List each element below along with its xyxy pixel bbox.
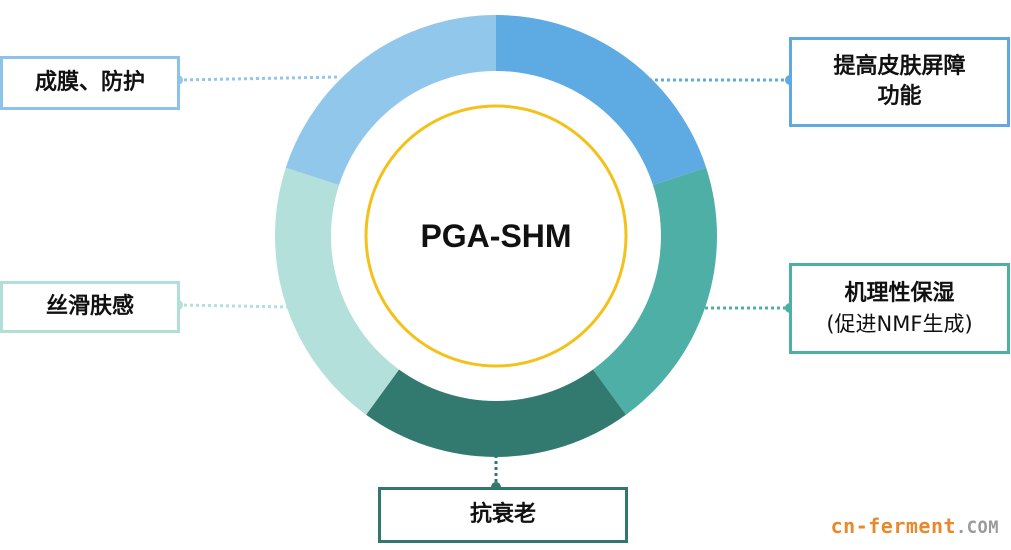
label-skin-barrier-line1: 提高皮肤屏障 (833, 54, 966, 79)
label-anti-aging: 抗衰老 (378, 487, 628, 543)
label-moisturizing: 机理性保湿 (促进NMF生成) (789, 263, 1010, 354)
label-silky-feel-text: 丝滑肤感 (45, 294, 134, 319)
connector-line-silky (177, 303, 291, 309)
label-film-protection: 成膜、防护 (0, 56, 180, 110)
ring-segment-film (285, 15, 496, 186)
connector-line-film (177, 75, 341, 82)
ring-segment-anti (366, 369, 626, 458)
inner-ring (364, 104, 628, 368)
label-skin-barrier-line2: 功能 (877, 84, 922, 109)
watermark-tld: .COM (956, 518, 999, 538)
label-skin-barrier: 提高皮肤屏障 功能 (789, 37, 1010, 127)
label-film-protection-text: 成膜、防护 (34, 70, 145, 95)
ring-segment-barrier (496, 15, 707, 186)
ring-segment-moist (592, 167, 717, 415)
label-moisturizing-line1: 机理性保湿 (844, 280, 955, 306)
center-title: PGA-SHM (420, 218, 571, 254)
label-silky-feel: 丝滑肤感 (0, 281, 180, 333)
watermark-brand: cn-ferment (830, 514, 957, 538)
watermark: cn-ferment.COM (831, 514, 999, 538)
outer-ring (275, 15, 717, 458)
ring-segment-silky (275, 167, 400, 415)
label-moisturizing-line2: (促进NMF生成) (826, 311, 973, 336)
label-anti-aging-text: 抗衰老 (469, 502, 536, 527)
